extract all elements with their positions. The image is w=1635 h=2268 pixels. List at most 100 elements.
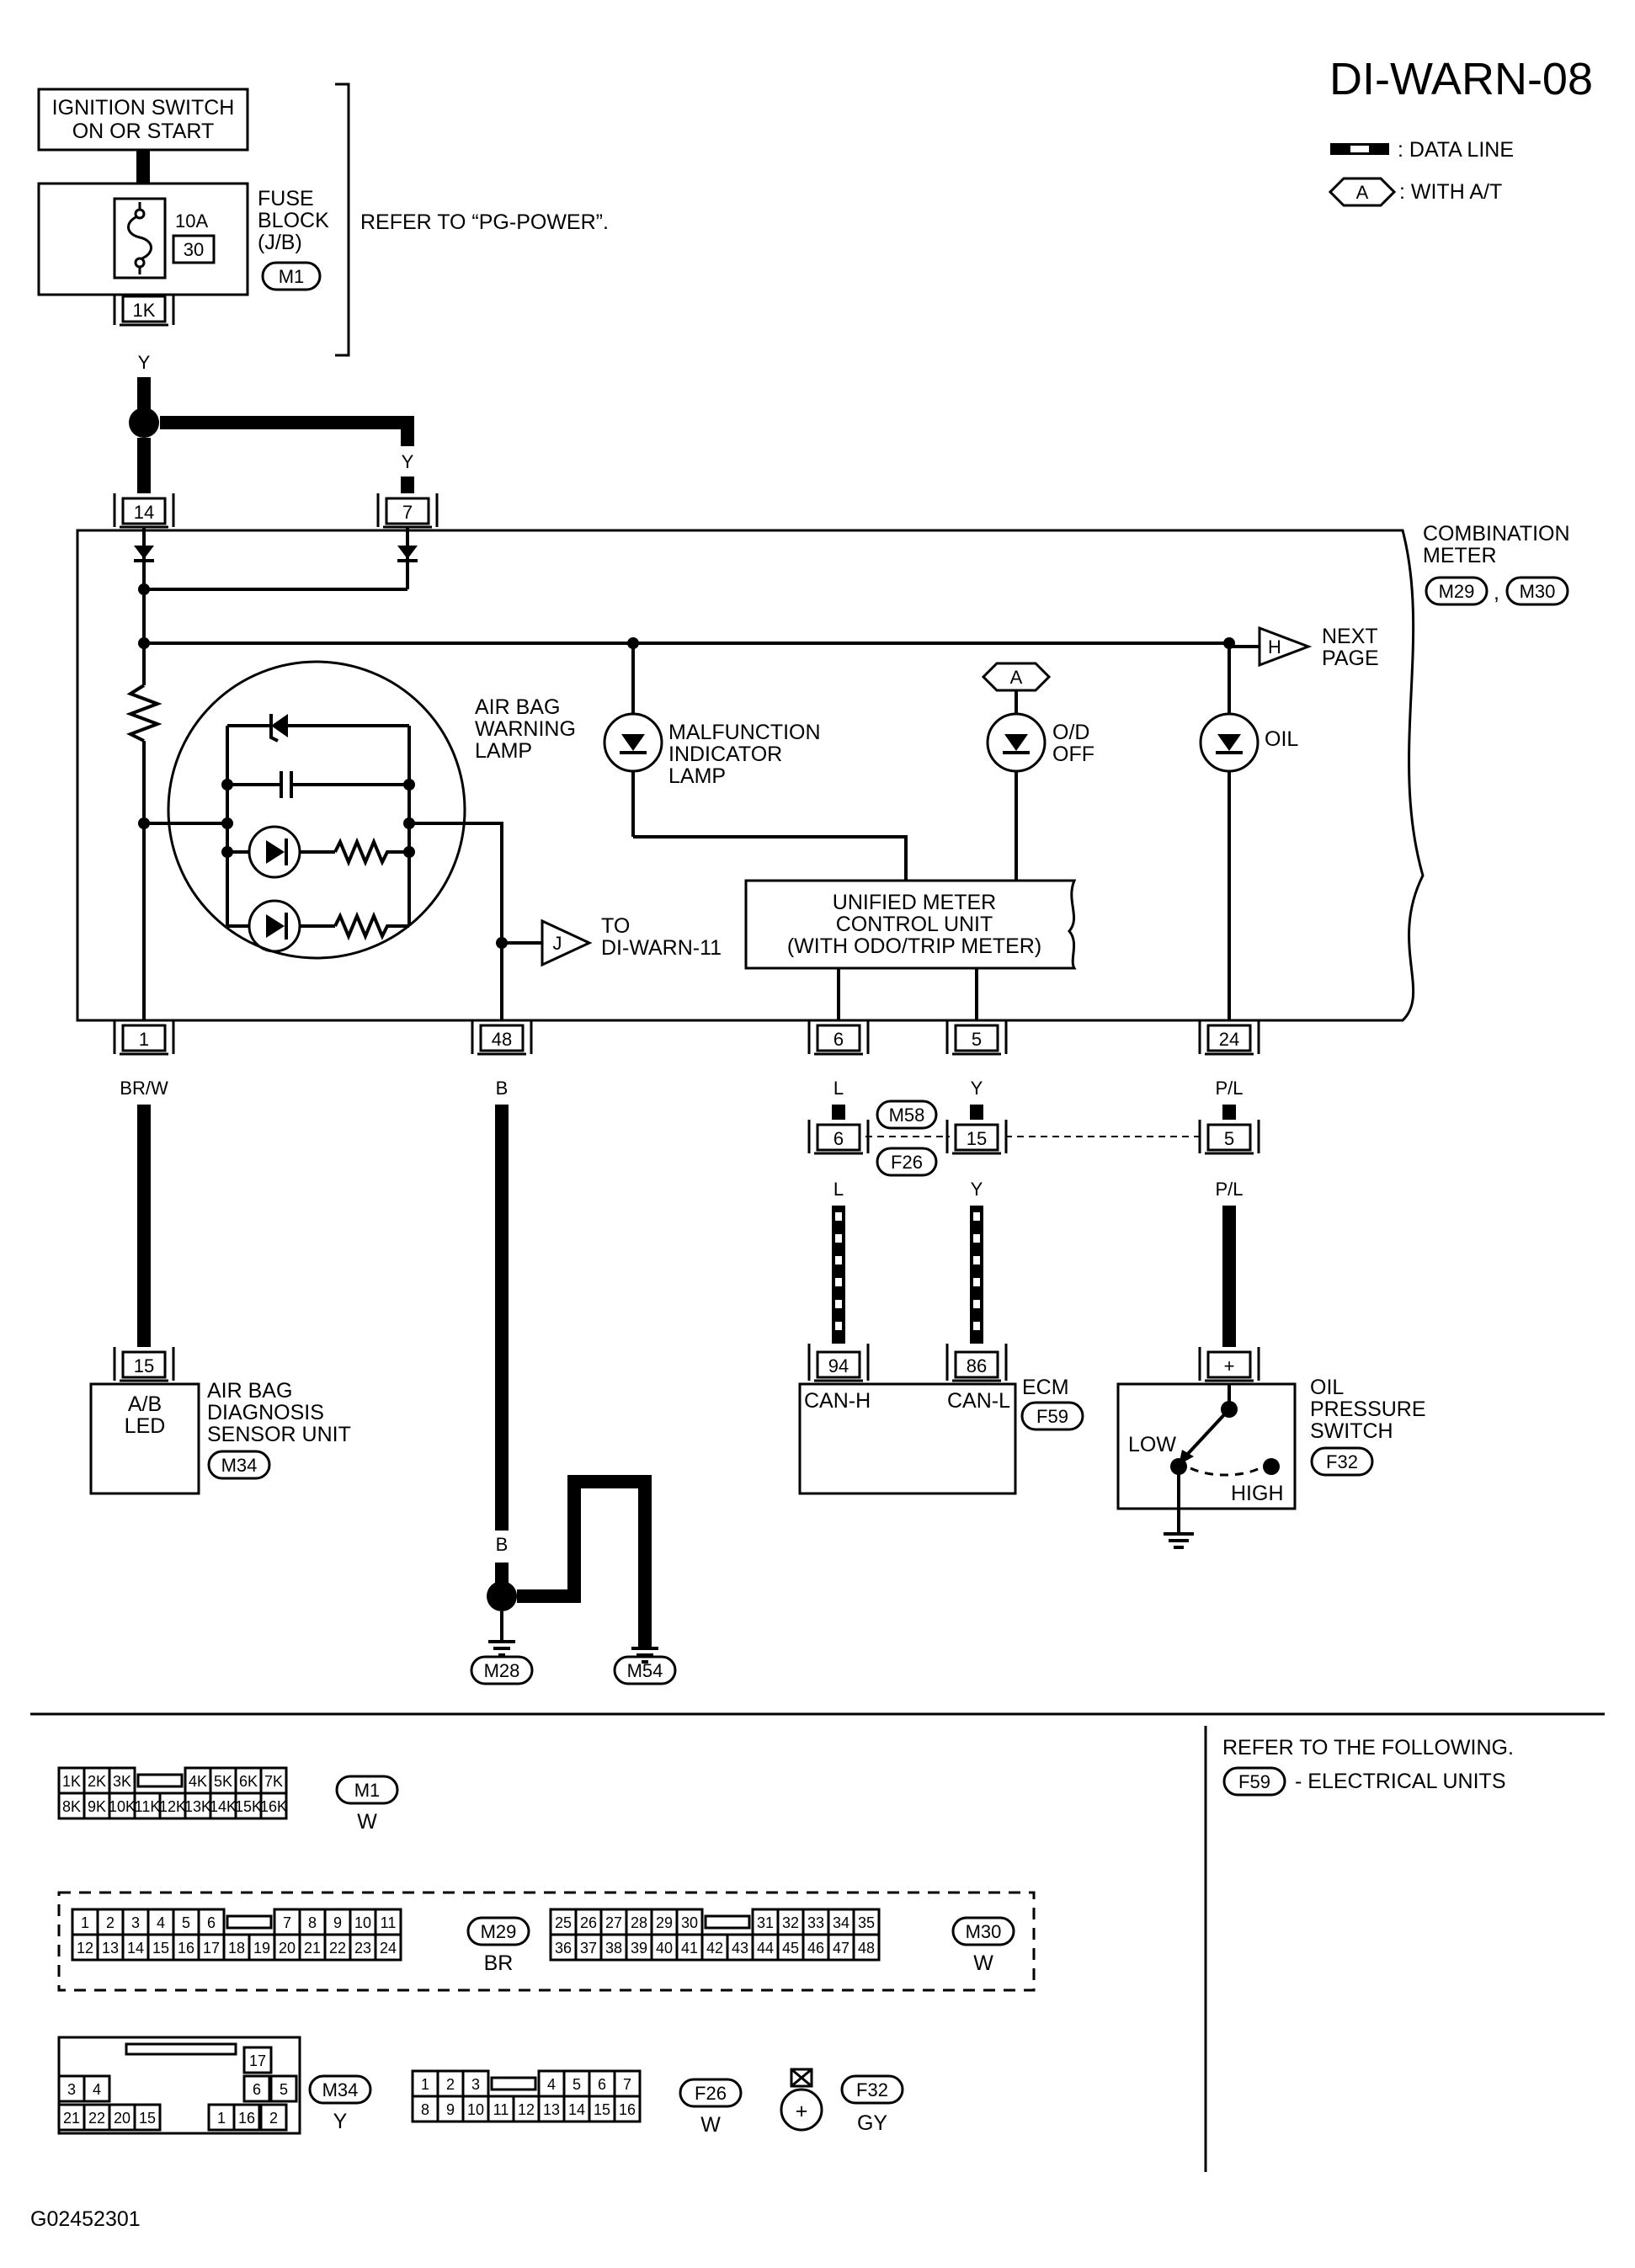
fuse-number: 30: [184, 239, 204, 260]
inline-pin-5-label: 5: [1224, 1128, 1234, 1149]
meter-pin-14: 14: [113, 493, 175, 529]
m1-connector-face-cell: 5K: [214, 1773, 232, 1790]
ecm-pin-94: 94: [828, 1355, 849, 1376]
airbag-sensor-unit: 15 A/B LED AIR BAG DIAGNOSIS SENSOR UNIT…: [89, 1347, 351, 1495]
legend-with-at: A : WITH A/T: [1328, 177, 1502, 207]
fuse-term-label: 1K: [133, 300, 156, 321]
combination-meter-box: [76, 529, 1425, 1022]
m30-connector-face-cell: 44: [757, 1940, 774, 1957]
inline-conn-f26: F26: [891, 1152, 923, 1173]
meter-top-pin-14: 14: [134, 502, 154, 523]
f26-connector-face-cell: 1: [421, 2076, 429, 2093]
m29-connector-face-cell: 3: [131, 1914, 140, 1931]
f26-connector-face-cell: 6: [598, 2076, 606, 2093]
m29-connector-face-cell: 17: [203, 1940, 220, 1957]
m34-cell: 15: [139, 2110, 156, 2127]
f32-pin: +: [796, 2100, 808, 2123]
m34-cell: 21: [63, 2110, 80, 2127]
fuse-block: 10A 30 FUSE BLOCK (J/B) M1: [37, 182, 329, 296]
m29-connector-face-cell: 10: [354, 1914, 371, 1931]
legend-data-line: : DATA LINE: [1330, 138, 1514, 162]
meter-bottom-pin-6-label: 6: [833, 1029, 844, 1050]
legend-with-at-text: : WITH A/T: [1399, 180, 1502, 204]
m30-connector-face-cell: 36: [555, 1940, 572, 1957]
airbag-unit-name-3: SENSOR UNIT: [207, 1423, 351, 1446]
wire-color-b1: B: [496, 1534, 509, 1555]
ignition-line-1: IGNITION SWITCH: [52, 96, 235, 120]
m30-connector-face-cell: 32: [782, 1914, 799, 1931]
meter-bottom-pin-5-label: 5: [972, 1029, 982, 1050]
wire-color-pl2: P/L: [1215, 1179, 1243, 1200]
airbag-unit-inner-1: A/B: [128, 1392, 162, 1416]
to-di-warn-11-arrow: [541, 918, 593, 967]
od-tag: A: [1010, 667, 1023, 688]
m34-cell: 16: [238, 2110, 255, 2127]
ecm-pin-86: 86: [967, 1355, 987, 1376]
f32-connector-face: + F32 GY: [780, 2068, 904, 2135]
meter-bottom-pin-1-label: 1: [139, 1029, 149, 1050]
meter-bottom-pin-24-label: 24: [1219, 1029, 1239, 1050]
ecm-unit: 94 86 CAN-H CAN-L ECM F59: [798, 1344, 1084, 1495]
m34-cell: 1: [217, 2110, 226, 2127]
oil-pressure-switch: + LOW HIGH OIL PRESSURE SWITCH F32: [1116, 1347, 1426, 1549]
oil-switch-name-3: SWITCH: [1310, 1419, 1393, 1443]
m29-tag-color: BR: [484, 1951, 514, 1975]
m30-connector-face-cell: 41: [681, 1940, 698, 1957]
meter-conn-sep: ,: [1494, 581, 1499, 604]
next-page-2: PAGE: [1322, 647, 1379, 670]
m30-tag-color: W: [973, 1951, 993, 1975]
refer-pg-power: REFER TO “PG-POWER”.: [360, 210, 609, 234]
meter-pin-7: 7: [376, 493, 439, 529]
f26-connector-face-cell: 10: [467, 2101, 484, 2118]
m29-connector-face-cell: 13: [102, 1940, 119, 1957]
f32-color: GY: [857, 2111, 887, 2135]
m1-connector-face-cell: 4K: [189, 1773, 207, 1790]
m1-tag: M1W: [335, 1775, 399, 1834]
m29-connector-face-cell: 8: [308, 1914, 317, 1931]
fuse-block-line-1: FUSE: [258, 187, 314, 210]
wire-color-pl: P/L: [1215, 1078, 1243, 1099]
ecm-can-h: CAN-H: [804, 1389, 871, 1413]
f26-connector-face-cell: 2: [446, 2076, 455, 2093]
ground-m54: M54: [627, 1660, 663, 1681]
meter-conn-m29: M29: [1439, 581, 1475, 602]
wire-color-y: Y: [971, 1078, 983, 1099]
m1-connector-face-cell: 10K: [109, 1798, 136, 1815]
m34-cell: 5: [280, 2081, 288, 2098]
page-title: DI-WARN-08: [1329, 54, 1593, 104]
ecm-can-l: CAN-L: [947, 1389, 1010, 1413]
mil-1: MALFUNCTION: [668, 721, 821, 744]
meter-bottom-pin-5: 5: [945, 1020, 1008, 1056]
m30-connector-face-cell: 47: [833, 1940, 849, 1957]
meter-bottom-pin-48: 48: [471, 1020, 533, 1056]
m34-cell: 17: [249, 2052, 266, 2069]
m30-connector-face-cell: 27: [605, 1914, 622, 1931]
m30-connector-face-cell: 33: [807, 1914, 824, 1931]
airbag-lamp-1: AIR BAG: [475, 695, 560, 719]
f26-connector-face-cell: 4: [547, 2076, 556, 2093]
next-page-tag: H: [1268, 636, 1281, 658]
m1-tag-color: W: [357, 1810, 377, 1834]
wire-color-l2: L: [833, 1179, 844, 1200]
m30-tag-label: M30: [966, 1921, 1002, 1942]
m29-connector-face-cell: 7: [283, 1914, 291, 1931]
legend-data-line-text: : DATA LINE: [1398, 138, 1514, 162]
oil-switch-conn: F32: [1326, 1451, 1358, 1472]
m29-connector-face-cell: 24: [380, 1940, 397, 1957]
m1-connector-face-cell: 9K: [88, 1798, 106, 1815]
m1-connector-face-cell: 7K: [264, 1773, 283, 1790]
od-2: OFF: [1052, 743, 1094, 766]
f26-connector-face-cell: 7: [623, 2076, 631, 2093]
inline-pin-15: 15: [945, 1120, 1008, 1155]
ignition-line-2: ON OR START: [72, 120, 215, 143]
m30-connector-face-cell: 29: [656, 1914, 673, 1931]
oil-switch-name-2: PRESSURE: [1310, 1398, 1426, 1421]
m1-connector-face-cell: 8K: [62, 1798, 81, 1815]
m29-connector-face-cell: 9: [333, 1914, 342, 1931]
